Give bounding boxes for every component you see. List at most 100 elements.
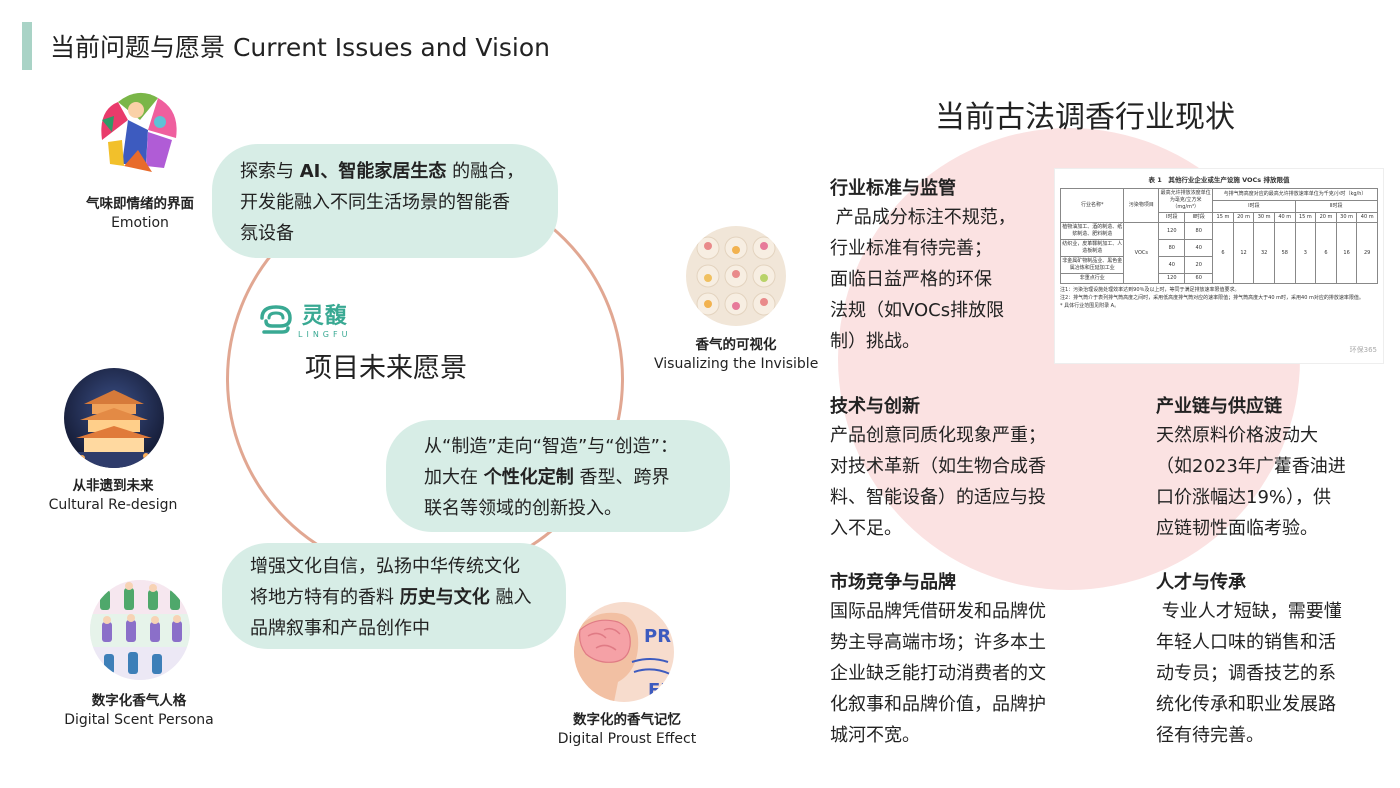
cultural-caption: 从非遗到未来 Cultural Re-design <box>40 477 186 515</box>
section-tech-innovation: 技术与创新产品创意同质化现象严重；对技术革新（如生物合成香料、智能设备）的适应与… <box>830 394 1090 544</box>
pill-text: 品牌叙事和产品创作中 <box>250 618 430 639</box>
visual-caption-cn: 香气的可视化 <box>695 337 777 353</box>
vocs-row-conc-2: 20 <box>1184 256 1214 274</box>
lingfu-logo: 灵馥 LINGFU <box>258 304 351 340</box>
proust-caption-cn: 数字化的香气记忆 <box>573 712 681 728</box>
pill-line: 品牌叙事和产品创作中 <box>250 613 554 644</box>
vocs-row-industry: 纺织业，皮革鞣制加工、人造板制造 <box>1059 239 1125 257</box>
vocs-row-industry: 植物油加工、酒的制造、纸浆制造、肥料制造 <box>1059 222 1125 240</box>
vocs-rate-cell: 6 <box>1315 222 1337 284</box>
section-line: 化叙事和品牌价值，品牌护 <box>830 694 1046 715</box>
pill-text: 加大在 <box>424 467 484 488</box>
cultural-pavilion-image <box>64 368 164 468</box>
section-heading: 产业链与供应链 <box>1156 396 1282 417</box>
vocs-height-cell: 15 m <box>1212 212 1234 223</box>
section-line: 势主导高端市场；许多本土 <box>830 632 1046 653</box>
emotion-caption: 气味即情绪的界面 Emotion <box>78 195 202 233</box>
vocs-height-cell: 15 m <box>1294 212 1317 223</box>
emotion-caption-cn: 气味即情绪的界面 <box>86 196 194 212</box>
vocs-header-rate: 与排气筒高度对应的最高允许排放速率单位为千克/小时（kg/h） <box>1212 188 1378 201</box>
vocs-row-conc-1: 80 <box>1158 239 1186 257</box>
pill-text: 探索与 <box>240 161 300 182</box>
vocs-row-industry: 非金属矿物制品业、黑色金属冶炼和压延加工业 <box>1059 256 1125 274</box>
visual-caption-en: Visualizing the Invisible <box>654 356 819 372</box>
cultural-caption-cn: 从非遗到未来 <box>72 478 154 494</box>
status-title: 当前古法调香行业现状 <box>935 100 1235 135</box>
vocs-header-conc-period-2: Ⅱ时段 <box>1184 212 1214 223</box>
vocs-table-grid: 行业名称* 污染物项目 最高允许排放浓度单位为毫克/立方米（mg/m³） 与排气… <box>1059 188 1379 284</box>
lingfu-logo-icon <box>260 305 292 334</box>
vocs-note: 注2：排气筒介于表列排气筒高度之间时，采用低高度排气筒对应的速率限值；排气筒高度… <box>1060 295 1364 301</box>
pill-text: 的融合， <box>446 161 525 182</box>
section-line: 国际品牌凭借研发和品牌优 <box>830 601 1046 622</box>
section-line: 产品创意同质化现象严重； <box>830 425 1046 446</box>
vocs-table-watermark: 环保365 <box>1349 346 1377 354</box>
section-body: 专业人才短缺，需要懂年轻人口味的销售和活动专员；调香技艺的系统化传承和职业发展路… <box>1156 596 1376 751</box>
section-line: 制）挑战。 <box>830 331 920 352</box>
pill-text: 从“制造”走向“智造”与“创造”： <box>424 436 678 457</box>
vocs-height-cell: 20 m <box>1315 212 1337 223</box>
vocs-height-cell: 40 m <box>1273 212 1296 223</box>
vocs-rate-cell: 16 <box>1335 222 1358 284</box>
pill-line: 从“制造”走向“智造”与“创造”： <box>424 431 716 462</box>
vocs-header-industry: 行业名称* <box>1059 188 1125 223</box>
pill-text: 融入 <box>489 587 532 608</box>
vocs-height-cell: 30 m <box>1335 212 1358 223</box>
page-title: 当前问题与愿景 Current Issues and Vision <box>50 33 551 62</box>
pill-text: 氛设备 <box>240 223 294 244</box>
pill-line: 联名等领域的创新投入。 <box>424 493 716 524</box>
logo-english: LINGFU <box>298 330 352 339</box>
section-heading: 技术与创新 <box>830 396 920 417</box>
vocs-height-cell: 20 m <box>1232 212 1255 223</box>
section-line: 统化传承和职业发展路 <box>1156 694 1336 715</box>
pill-line: 增强文化自信，弘扬中华传统文化 <box>250 551 554 582</box>
pill-emphasis: 个性化定制 <box>483 467 574 488</box>
section-line: 径有待完善。 <box>1156 725 1264 746</box>
pill-line: 将地方特有的香料 历史与文化 融入 <box>250 582 554 613</box>
section-line: 行业标准有待完善； <box>830 238 992 259</box>
section-line: 年轻人口味的销售和活 <box>1156 632 1336 653</box>
section-line: 专业人才短缺，需要懂 <box>1156 601 1342 622</box>
section-line: 应链韧性面临考验。 <box>1156 518 1318 539</box>
section-line: 面临日益严格的环保 <box>830 269 992 290</box>
pill-emphasis: AI、智能家居生态 <box>299 161 447 182</box>
vocs-row-conc-2: 80 <box>1184 222 1214 240</box>
vocs-height-cell: 30 m <box>1253 212 1275 223</box>
section-body: 产品创意同质化现象严重；对技术革新（如生物合成香料、智能设备）的适应与投入不足。 <box>830 420 1090 544</box>
section-market-brand: 市场竞争与品牌国际品牌凭借研发和品牌优势主导高端市场；许多本土企业缺乏能打动消费… <box>830 570 1090 751</box>
emotion-caption-en: Emotion <box>111 215 169 231</box>
section-body: 国际品牌凭借研发和品牌优势主导高端市场；许多本土企业缺乏能打动消费者的文化叙事和… <box>830 596 1090 751</box>
section-line: 城河不宽。 <box>830 725 920 746</box>
section-body: 天然原料价格波动大（如2023年广藿香油进口价涨幅达19%），供应链韧性面临考验… <box>1156 420 1376 544</box>
pill-text: 香型、跨界 <box>573 467 670 488</box>
section-line: 法规（如VOCs排放限 <box>830 300 1005 321</box>
pill-line: 氛设备 <box>240 218 542 249</box>
vocs-header-rate-period-2: Ⅱ时段 <box>1294 200 1379 213</box>
persona-caption-en: Digital Scent Persona <box>64 712 214 728</box>
vocs-emission-table: 表 1 其他行业企业或生产设施 VOCs 排放限值 行业名称* 污染物项目 最高… <box>1054 168 1384 364</box>
vocs-height-cell: 40 m <box>1356 212 1378 223</box>
vocs-note: 注1：污染治理设施处理效率达到90％及以上时，等同于满足排放速率限值要求。 <box>1060 287 1240 293</box>
vocs-row-conc-1: 120 <box>1158 222 1186 240</box>
scent-persona-illustration <box>90 580 190 680</box>
section-line: 对技术革新（如生物合成香 <box>830 456 1046 477</box>
emotion-illustration <box>88 80 188 180</box>
vocs-pollutant-cell: VOCs <box>1123 222 1160 284</box>
proust-effect-illustration: PR EF <box>574 602 674 702</box>
title-accent-bar <box>22 22 32 70</box>
vocs-note: * 具体行业范围见附录 A。 <box>1060 303 1120 309</box>
section-line: 口价涨幅达19%），供 <box>1156 487 1332 508</box>
section-line: 天然原料价格波动大 <box>1156 425 1318 446</box>
section-line: 动专员；调香技艺的系 <box>1156 663 1336 684</box>
section-heading: 行业标准与监管 <box>830 178 956 199</box>
section-supply-chain: 产业链与供应链天然原料价格波动大（如2023年广藿香油进口价涨幅达19%），供应… <box>1156 394 1376 544</box>
vocs-rate-cell: 58 <box>1273 222 1296 284</box>
section-line: 企业缺乏能打动消费者的文 <box>830 663 1046 684</box>
vocs-row-conc-2: 60 <box>1184 273 1214 284</box>
vocs-header-conc-period-1: Ⅰ时段 <box>1158 212 1186 223</box>
pill-line: 探索与 AI、智能家居生态 的融合， <box>240 156 542 187</box>
vocs-rate-cell: 29 <box>1356 222 1378 284</box>
section-heading: 市场竞争与品牌 <box>830 572 956 593</box>
proust-caption: 数字化的香气记忆 Digital Proust Effect <box>552 711 702 749</box>
section-body: 产品成分标注不规范，行业标准有待完善；面临日益严格的环保法规（如VOCs排放限制… <box>830 202 1050 357</box>
